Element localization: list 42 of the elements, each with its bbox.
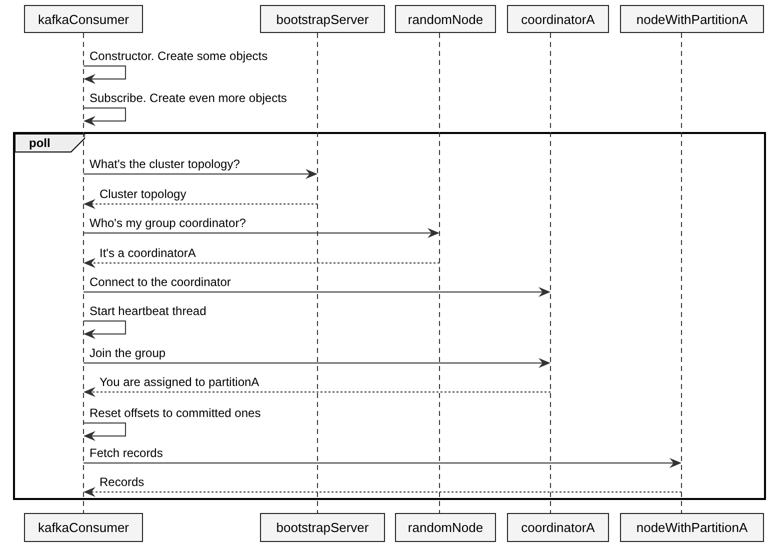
self-message-arrow bbox=[83, 320, 126, 339]
message-arrow bbox=[83, 228, 440, 238]
message-arrow bbox=[84, 258, 440, 268]
self-message-arrow bbox=[83, 66, 126, 84]
message-label: What's the cluster topology? bbox=[88, 158, 241, 171]
message-label: It's a coordinatorA bbox=[98, 247, 197, 260]
participant-box: kafkaConsumer bbox=[24, 5, 143, 33]
lifeline bbox=[678, 33, 685, 513]
participant-box: nodeWithPartitionA bbox=[620, 5, 764, 33]
message-arrow bbox=[84, 387, 551, 397]
participant-box: coordinatorA bbox=[507, 513, 609, 542]
message-label: Start heartbeat thread bbox=[88, 305, 208, 318]
participant-box: bootstrapServer bbox=[260, 513, 385, 542]
message-label: Subscribe. Create even more objects bbox=[88, 92, 288, 105]
message-label: Connect to the coordinator bbox=[88, 276, 232, 289]
message-arrow bbox=[83, 458, 682, 468]
message-label: Join the group bbox=[88, 347, 167, 360]
lifeline bbox=[80, 33, 87, 513]
message-label: You are assigned to partitionA bbox=[98, 376, 260, 389]
participant-box: kafkaConsumer bbox=[24, 513, 143, 542]
participant-box: randomNode bbox=[395, 513, 496, 542]
message-label: Records bbox=[98, 476, 146, 489]
self-message-arrow bbox=[83, 108, 126, 126]
message-arrow bbox=[83, 358, 550, 368]
participant-box: nodeWithPartitionA bbox=[620, 513, 764, 542]
lifeline bbox=[436, 33, 443, 513]
message-arrow bbox=[83, 287, 550, 297]
message-label: Cluster topology bbox=[98, 188, 188, 201]
message-arrow bbox=[84, 487, 682, 497]
lifeline bbox=[314, 33, 321, 513]
participant-box: bootstrapServer bbox=[260, 5, 385, 33]
participant-box: coordinatorA bbox=[507, 5, 609, 33]
message-label: Reset offsets to committed ones bbox=[88, 407, 262, 420]
self-message-arrow bbox=[83, 422, 126, 441]
frame-tab: poll bbox=[15, 134, 85, 154]
message-arrow bbox=[83, 169, 318, 179]
participant-box: randomNode bbox=[395, 5, 496, 33]
lifeline bbox=[547, 33, 554, 513]
message-label: Constructor. Create some objects bbox=[88, 50, 269, 63]
message-label: Fetch records bbox=[88, 447, 164, 460]
message-label: Who's my group coordinator? bbox=[88, 217, 247, 230]
message-arrow bbox=[84, 199, 318, 209]
